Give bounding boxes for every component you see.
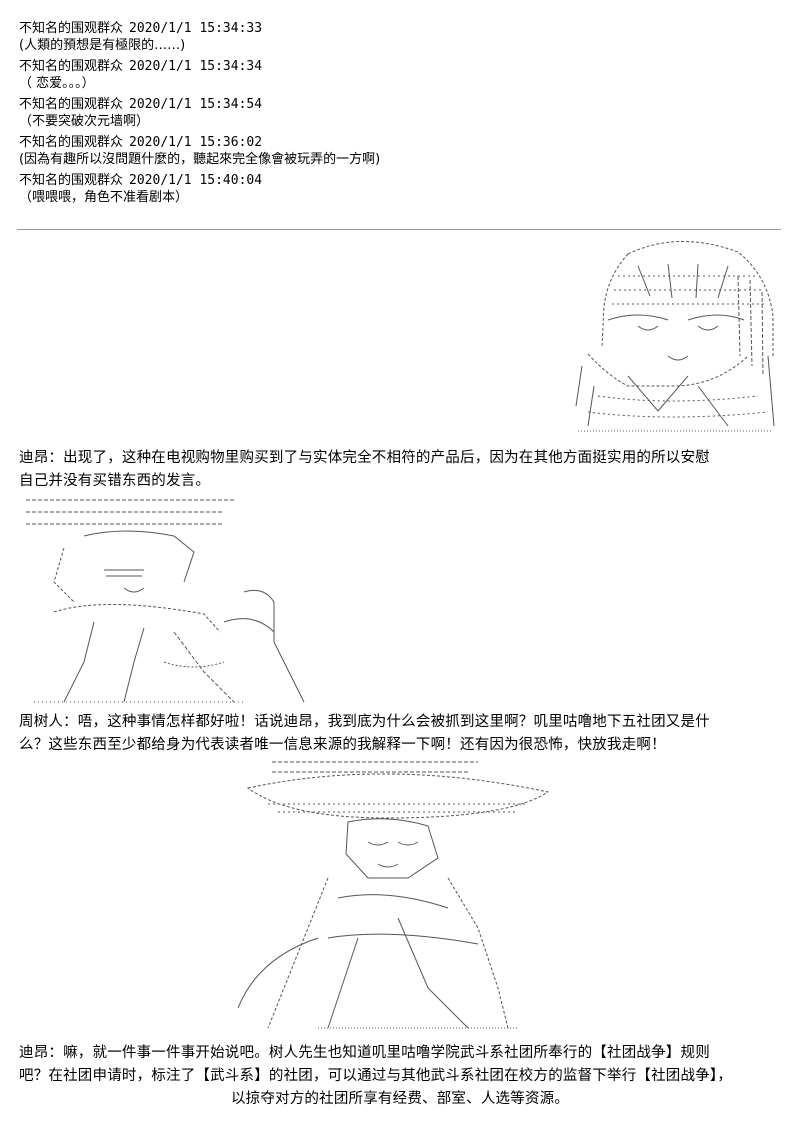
comment-time: 2020/1/1 15:36:02 [129,135,263,150]
comment-time: 2020/1/1 15:34:54 [129,97,263,112]
comment-time: 2020/1/1 15:34:34 [129,59,263,74]
ascii-art-zhou-shuren [24,492,314,710]
comment-text: (人類的預想是有極限的……) [19,38,186,53]
comment-text: （不要突破次元墙啊） [19,114,150,129]
dialogue-line: 迪昂：出现了，这种在电视购物里购买到了与实体完全不相符的产品后，因为在其他方面挺… [19,450,710,466]
comment-time: 2020/1/1 15:34:33 [129,21,263,36]
dialogue-line: 以掠夺对方的社团所享有经费、部室、人选等资源。 [230,1091,570,1107]
comment-meta: 不知名的围观群众 2020/1/1 15:34:34 [19,58,779,75]
ascii-art-dion-portrait [568,236,782,448]
comment-user: 不知名的围观群众 [19,97,124,112]
comment-meta: 不知名的围观群众 2020/1/1 15:36:02 [19,134,779,151]
comments-divider [17,229,781,230]
dialogue-line: 周树人：唔，这种事情怎样都好啦！话说迪昂，我到底为什么会被抓到这里啊？叽里咕噜地… [19,714,710,730]
comment: 不知名的围观群众 2020/1/1 15:34:54 （不要突破次元墙啊） [19,96,779,134]
comment-meta: 不知名的围观群众 2020/1/1 15:34:54 [19,96,779,113]
dialogue-line: 么？这些东西至少都给身为代表读者唯一信息来源的我解释一下啊！还有因为很恐怖，快放… [19,737,666,753]
comment-user: 不知名的围观群众 [19,59,124,74]
comment-time: 2020/1/1 15:40:04 [129,173,263,188]
comment-list: 不知名的围观群众 2020/1/1 15:34:33 (人類的預想是有極限的……)… [19,20,779,210]
comment: 不知名的围观群众 2020/1/1 15:34:34 （ 恋爱。。。） [19,58,779,96]
comment-user: 不知名的围观群众 [19,135,124,150]
comment-meta: 不知名的围观群众 2020/1/1 15:34:33 [19,20,779,37]
comment-user: 不知名的围观群众 [19,21,124,36]
comment-text: （ 恋爱。。。） [19,76,95,91]
comment-text: (因為有趣所以沒問題什麼的，聽起來完全像會被玩弄的一方啊) [19,152,381,167]
comment-text: （喂喂喂，角色不准看剧本） [19,190,189,205]
dialogue-line: 自己并没有买错东西的发言。 [19,473,211,489]
comment: 不知名的围观群众 2020/1/1 15:36:02 (因為有趣所以沒問題什麼的，… [19,134,779,172]
dialogue-line: 迪昂：嘛，就一件事一件事开始说吧。树人先生也知道叽里咕噜学院武斗系社团所奉行的【… [19,1045,710,1061]
comment-user: 不知名的围观群众 [19,173,124,188]
dialogue-line: 吧？在社团申请时，标注了【武斗系】的社团，可以通过与其他武斗系社团在校方的监督下… [19,1068,733,1084]
ascii-art-dion-hat [228,758,554,1040]
comment: 不知名的围观群众 2020/1/1 15:34:33 (人類的預想是有極限的……) [19,20,779,58]
comment-meta: 不知名的围观群众 2020/1/1 15:40:04 [19,172,779,189]
comment: 不知名的围观群众 2020/1/1 15:40:04 （喂喂喂，角色不准看剧本） [19,172,779,210]
